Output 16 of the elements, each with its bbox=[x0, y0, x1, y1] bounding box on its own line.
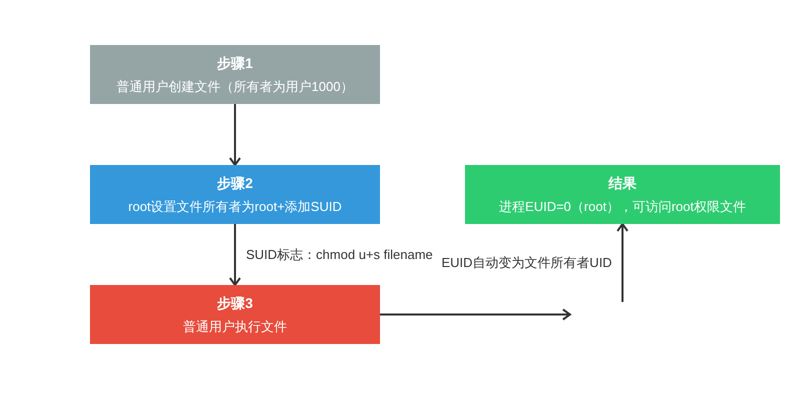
arrow bbox=[380, 308, 571, 320]
step-description: 进程EUID=0（root），可访问root权限文件 bbox=[498, 198, 747, 216]
step-title: 步骤1 bbox=[216, 54, 254, 73]
process-box bbox=[465, 165, 780, 224]
step-description: 普通用户执行文件 bbox=[182, 318, 288, 336]
step-title: 步骤3 bbox=[216, 294, 254, 313]
step-description: 普通用户创建文件（所有者为用户1000） bbox=[116, 78, 354, 96]
step-description: root设置文件所有者为root+添加SUID bbox=[127, 198, 343, 216]
process-box bbox=[90, 45, 380, 104]
arrow bbox=[616, 223, 628, 302]
process-box bbox=[90, 285, 380, 344]
arrow bbox=[229, 104, 241, 166]
step-title: 结果 bbox=[607, 174, 638, 193]
step-title: 步骤2 bbox=[216, 174, 254, 193]
process-box bbox=[90, 165, 380, 224]
arrow bbox=[229, 224, 241, 286]
